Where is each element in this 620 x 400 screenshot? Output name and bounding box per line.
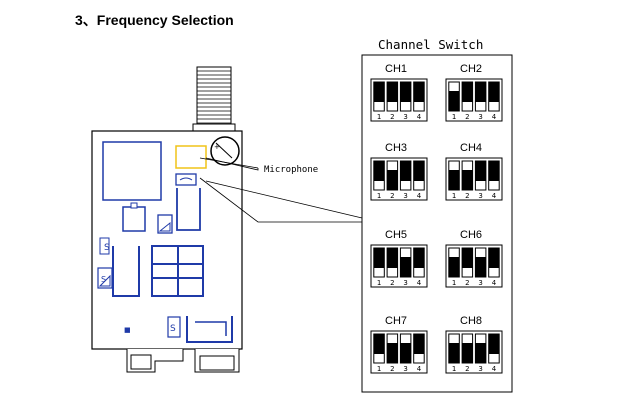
pcb-illustration: +	[91, 66, 363, 373]
switch-number: 3	[403, 192, 407, 200]
dip-switch-knob-off	[475, 161, 486, 181]
board-bottom-tabs	[126, 349, 240, 373]
component-mark-s: S	[104, 243, 110, 253]
main-chip	[102, 141, 162, 201]
switch-panel-heading: Channel Switch	[378, 37, 483, 52]
dip-switch-knob-on	[448, 170, 460, 190]
dip-switch-knob-off	[488, 161, 500, 181]
antenna-connector	[192, 66, 236, 133]
channel-switch-ch1: CH1 1 2 3 4	[370, 63, 428, 122]
switch-number: 4	[492, 192, 497, 200]
channel-switch-ch6: CH6 1 2 3 4	[445, 229, 503, 288]
dip-switch-knob-on	[462, 343, 473, 363]
dip-switch-knob-on	[462, 170, 473, 190]
dip-switch-knob-off	[462, 82, 473, 102]
switch-number: 3	[478, 113, 482, 121]
switch-number: 2	[465, 113, 469, 121]
dip-switch-knob-off	[475, 82, 486, 102]
dip-switch-knob-off	[373, 161, 385, 181]
switch-number: 2	[390, 365, 394, 373]
dip-switch-knob-off	[413, 334, 425, 354]
dip-switch-knob-off	[413, 82, 425, 102]
switch-number: 3	[478, 279, 482, 287]
channel-switch-ch4: CH4 1 2 3 4	[445, 142, 503, 201]
switch-number: 3	[403, 365, 407, 373]
switch-number: 4	[492, 113, 497, 121]
switch-number: 4	[492, 365, 497, 373]
channel-label: CH7	[385, 315, 407, 327]
dip-switch-knob-off	[400, 161, 411, 181]
dip-switch-knob-off	[413, 161, 425, 181]
dip-switch-knob-off	[488, 248, 500, 268]
channel-label: CH3	[385, 142, 407, 154]
dip-switch-knob-off	[373, 248, 385, 268]
switch-number: 2	[390, 279, 394, 287]
dip-switch-knob-on	[448, 343, 460, 363]
switch-number: 1	[377, 279, 381, 287]
dip-switch-knob-on	[475, 257, 486, 277]
switch-number: 2	[390, 192, 394, 200]
switch-number: 2	[465, 279, 469, 287]
dip-switch-knob-off	[400, 82, 411, 102]
dip-switch-knob-off	[462, 248, 473, 268]
switch-number: 3	[478, 192, 482, 200]
dip-switch-knob-on	[387, 343, 398, 363]
component-mark-s: S	[101, 275, 106, 284]
channel-label: CH6	[460, 229, 482, 241]
component-dot: ■	[124, 326, 131, 334]
channel-label: CH4	[460, 142, 482, 154]
dip-switch-knob-off	[387, 248, 398, 268]
switch-number: 3	[478, 365, 482, 373]
switch-number: 1	[452, 113, 456, 121]
switch-number: 3	[403, 113, 407, 121]
dip-switch-knob-on	[475, 343, 486, 363]
switch-number: 2	[390, 113, 394, 121]
small-chip	[122, 206, 146, 232]
channel-switch-ch8: CH8 1 2 3 4	[445, 315, 503, 374]
dip-switch-knob-off	[373, 82, 385, 102]
channel-switch-ch2: CH2 1 2 3 4	[445, 63, 503, 122]
section-title: 3、Frequency Selection	[75, 12, 234, 28]
channel-label: CH2	[460, 63, 482, 75]
dip-switch-knob-on	[400, 257, 411, 277]
switch-number: 4	[417, 192, 422, 200]
switch-number: 1	[377, 365, 381, 373]
channel-switch-ch7: CH7 1 2 3 4	[370, 315, 428, 374]
channel-label: CH1	[385, 63, 407, 75]
dip-switch-knob-off	[413, 248, 425, 268]
switch-number: 4	[417, 113, 422, 121]
switch-number: 3	[403, 279, 407, 287]
microphone-label: Microphone	[264, 165, 318, 175]
channel-switch-ch5: CH5 1 2 3 4	[370, 229, 428, 288]
dip-switch-knob-on	[448, 91, 460, 111]
switch-number: 2	[465, 192, 469, 200]
dip-switch-knob-off	[373, 334, 385, 354]
switch-number: 1	[452, 279, 456, 287]
channel-switch-ch3: CH3 1 2 3 4	[370, 142, 428, 201]
switch-number: 1	[452, 192, 456, 200]
switch-number: 1	[452, 365, 456, 373]
channel-label: CH8	[460, 315, 482, 327]
microphone-icon: +	[210, 136, 240, 166]
dip-switch-knob-on	[448, 257, 460, 277]
switch-number: 4	[417, 365, 422, 373]
dip-switch-knob-on	[400, 343, 411, 363]
channel-label: CH5	[385, 229, 407, 241]
component-mark-s: S	[170, 324, 176, 334]
dip-switch-knob-off	[488, 82, 500, 102]
switch-number: 1	[377, 113, 381, 121]
switch-number: 2	[465, 365, 469, 373]
dip-switch-knob-off	[488, 334, 500, 354]
dip-switch-knob-off	[387, 82, 398, 102]
svg-text:+: +	[214, 143, 220, 151]
switch-number: 4	[417, 279, 422, 287]
microphone-pad	[175, 145, 207, 169]
switch-number: 1	[377, 192, 381, 200]
switch-number: 4	[492, 279, 497, 287]
dip-switch-knob-on	[387, 170, 398, 190]
